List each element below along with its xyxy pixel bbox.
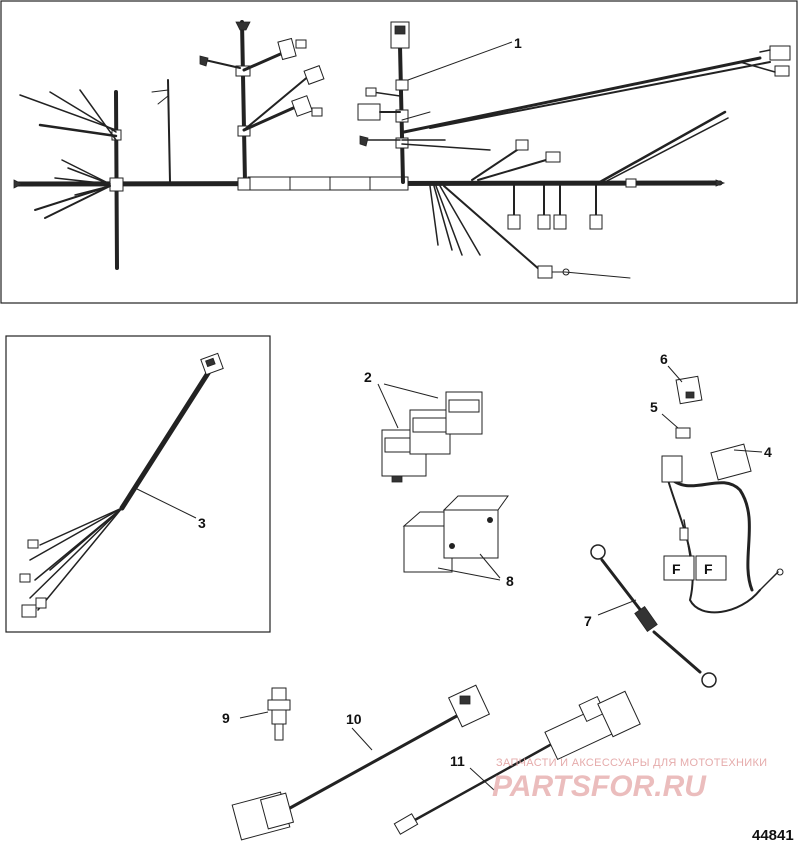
svg-text:F: F — [704, 561, 713, 577]
figure-id: 44841 — [752, 827, 794, 844]
callout-5: 5 — [650, 399, 658, 415]
callout-3: 3 — [198, 515, 206, 531]
item-4-fuse-harness: F F 4 — [661, 443, 784, 614]
item-6-relay: 6 — [660, 351, 703, 405]
callout-10: 10 — [346, 711, 362, 727]
item-7-cable: 7 — [584, 544, 717, 688]
item-2-relays: 2 — [364, 369, 483, 483]
watermark-logo: PARTSFOR.RU — [492, 770, 707, 803]
item-11-harness: 11 — [393, 690, 641, 835]
item-9-sensor: 9 — [222, 687, 291, 741]
callout-2: 2 — [364, 369, 372, 385]
item-5-fuse: 5 — [650, 399, 691, 439]
item-3-frame — [5, 335, 271, 633]
callout-6: 6 — [660, 351, 668, 367]
callout-1: 1 — [514, 35, 522, 51]
main-engine-harness: 1 — [13, 20, 791, 279]
item-8-relays: 8 — [402, 495, 514, 589]
callout-4: 4 — [764, 444, 772, 460]
item-3-harness: 3 — [19, 352, 224, 618]
watermark: ЗАПЧАСТИ И АКСЕССУАРЫ ДЛЯ МОТОТЕХНИКИ PA… — [492, 757, 767, 803]
main-harness-frame — [0, 0, 798, 304]
callout-11: 11 — [450, 753, 465, 769]
watermark-subtitle: ЗАПЧАСТИ И АКСЕССУАРЫ ДЛЯ МОТОТЕХНИКИ — [496, 757, 767, 769]
callout-8: 8 — [506, 573, 514, 589]
item-10-harness: 10 — [231, 684, 491, 841]
callout-9: 9 — [222, 710, 230, 726]
callout-7: 7 — [584, 613, 592, 629]
svg-text:F: F — [672, 561, 681, 577]
